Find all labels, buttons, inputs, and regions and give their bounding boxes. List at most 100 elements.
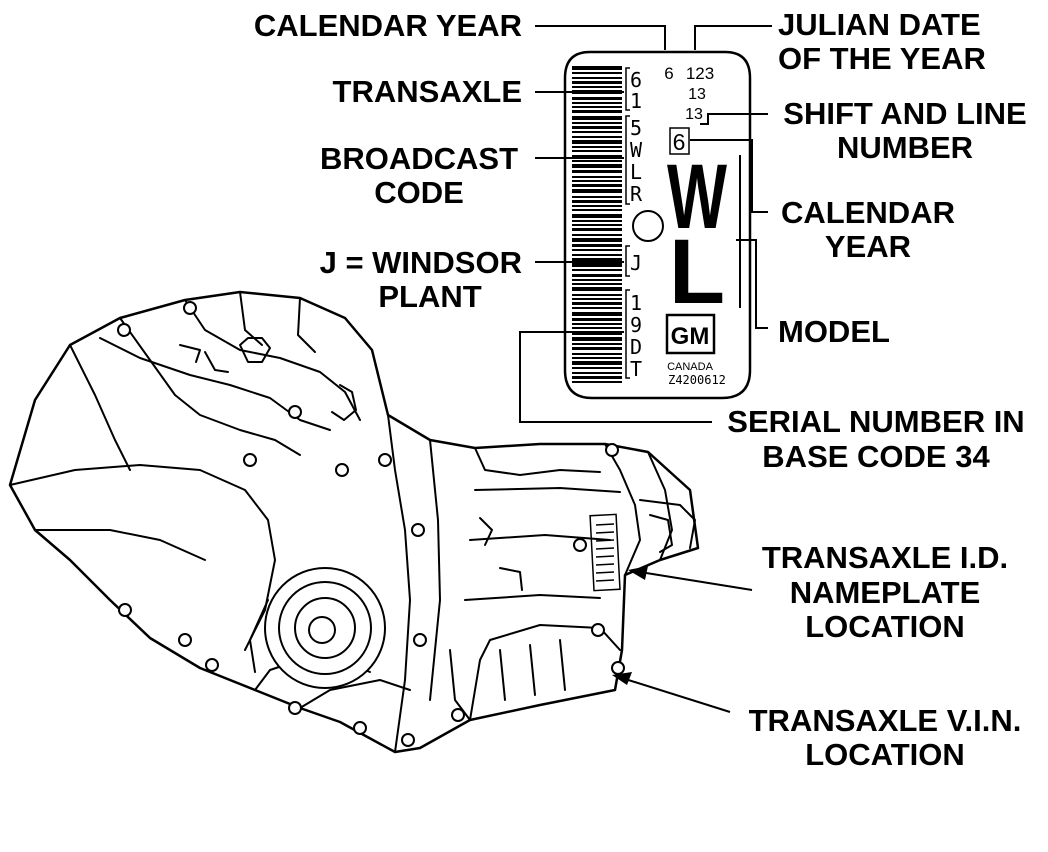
barcode-bar xyxy=(572,244,622,247)
barcode-bar xyxy=(572,170,622,173)
barcode-bar xyxy=(572,258,622,261)
code-broadcast-2: W xyxy=(630,138,643,162)
tag-hole xyxy=(632,210,664,242)
barcode-bar xyxy=(572,77,622,79)
barcode-bar xyxy=(572,323,622,325)
barcode-bar xyxy=(572,263,622,267)
barcode-bar xyxy=(572,196,622,198)
code-serial-1: 1 xyxy=(630,291,642,315)
tag-line-number: 13 xyxy=(685,106,703,123)
label-calendar-year-right-1: CALENDAR xyxy=(781,195,955,230)
barcode-bar xyxy=(572,160,622,162)
label-shift-line-2: NUMBER xyxy=(837,130,973,165)
barcode-bar xyxy=(572,97,622,100)
barcode-bar xyxy=(572,376,622,379)
barcode-bar xyxy=(572,180,622,182)
barcode-bar xyxy=(572,353,622,355)
barcode-bar xyxy=(572,372,622,374)
label-calendar-year-right-2: YEAR xyxy=(825,229,911,264)
barcode-bar xyxy=(572,332,622,335)
code-broadcast-1: 5 xyxy=(630,116,642,140)
barcode-bar xyxy=(572,337,622,341)
barcode-bar xyxy=(572,81,622,84)
code-broadcast-3: L xyxy=(630,160,642,184)
barcode-bar xyxy=(572,131,622,133)
barcode-bar xyxy=(572,307,622,309)
label-model: MODEL xyxy=(778,314,890,349)
label-julian-date-1: JULIAN DATE xyxy=(778,7,981,42)
tag-calendar-year-digit: 6 xyxy=(673,129,686,155)
barcode-bar xyxy=(572,150,622,152)
barcode-bar xyxy=(572,86,622,88)
case-bolts xyxy=(117,301,625,747)
tag-part-number: Z4200612 xyxy=(668,373,726,387)
barcode-bar xyxy=(572,367,622,369)
label-nameplate-3: LOCATION xyxy=(805,609,965,644)
barcode-bar xyxy=(572,269,622,271)
label-transaxle: TRANSAXLE xyxy=(333,74,522,109)
barcode-bar xyxy=(572,302,622,305)
label-julian-date-2: OF THE YEAR xyxy=(778,41,986,76)
barcode-bar xyxy=(572,238,622,242)
code-broadcast-4: R xyxy=(630,182,643,206)
barcode-bar xyxy=(572,205,622,207)
barcode-bar xyxy=(572,318,622,321)
barcode-bar xyxy=(572,381,622,383)
transaxle-illustration xyxy=(8,290,700,754)
location-arrows xyxy=(612,566,753,713)
label-broadcast-1: BROADCAST xyxy=(320,141,518,176)
barcode-bar xyxy=(572,220,622,222)
barcode-bar xyxy=(572,209,622,211)
label-shift-line-1: SHIFT AND LINE xyxy=(783,96,1026,131)
barcode-bar xyxy=(572,274,622,277)
label-broadcast-2: CODE xyxy=(374,175,464,210)
barcode-bar xyxy=(572,200,622,203)
barcode-bar xyxy=(572,294,622,296)
barcode-bar xyxy=(572,347,622,350)
barcode-bar xyxy=(572,357,622,359)
barcode-bar xyxy=(572,327,622,329)
tag-code-column: 6 1 5 W L R J 1 9 D T xyxy=(625,67,643,381)
barcode-bar xyxy=(572,140,622,144)
barcode-bar xyxy=(572,343,622,345)
barcode-bar xyxy=(572,126,622,129)
barcode-bar xyxy=(572,249,622,251)
barcode-bar xyxy=(572,312,622,316)
code-serial-2: 9 xyxy=(630,313,642,337)
barcode-bar xyxy=(572,279,622,281)
barcode-bar xyxy=(572,283,622,285)
code-plant: J xyxy=(630,251,642,275)
tag-shift-number: 13 xyxy=(688,86,706,103)
barcode-bar xyxy=(572,189,622,193)
barcode-bar xyxy=(572,155,622,158)
barcode-bar xyxy=(572,110,622,113)
leader-lines xyxy=(519,25,772,423)
barcode-bar xyxy=(572,214,622,218)
label-windsor-2: PLANT xyxy=(378,279,481,314)
barcode-bar xyxy=(572,72,622,74)
id-tag: 6 1 5 W L R J 1 9 D T 6 123 13 13 6 W L xyxy=(563,50,752,400)
code-transaxle-2: 1 xyxy=(630,89,642,113)
label-calendar-year-top: CALENDAR YEAR xyxy=(254,8,522,43)
barcode-bar xyxy=(572,116,622,120)
label-vin-2: LOCATION xyxy=(805,737,965,772)
code-serial-4: T xyxy=(630,357,642,381)
barcode-bar xyxy=(572,224,622,226)
label-windsor-1: J = WINDSOR xyxy=(320,245,522,280)
barcode-bar xyxy=(572,234,622,236)
gm-logo: GM xyxy=(671,323,710,350)
tag-year-digit: 6 xyxy=(664,64,673,83)
barcode-bar xyxy=(572,254,622,256)
tag-country: CANADA xyxy=(667,361,714,373)
barcode-bar xyxy=(572,228,622,231)
label-nameplate-1: TRANSAXLE I.D. xyxy=(762,540,1008,575)
barcode-bar xyxy=(572,176,622,178)
tag-model-letter-w: W xyxy=(667,146,727,248)
barcode-bar xyxy=(572,361,622,365)
barcode-bar xyxy=(572,164,622,168)
barcode-bar xyxy=(572,106,622,108)
barcode-bar xyxy=(572,136,622,138)
barcode-bar xyxy=(572,66,622,70)
barcode-bar xyxy=(572,122,622,124)
